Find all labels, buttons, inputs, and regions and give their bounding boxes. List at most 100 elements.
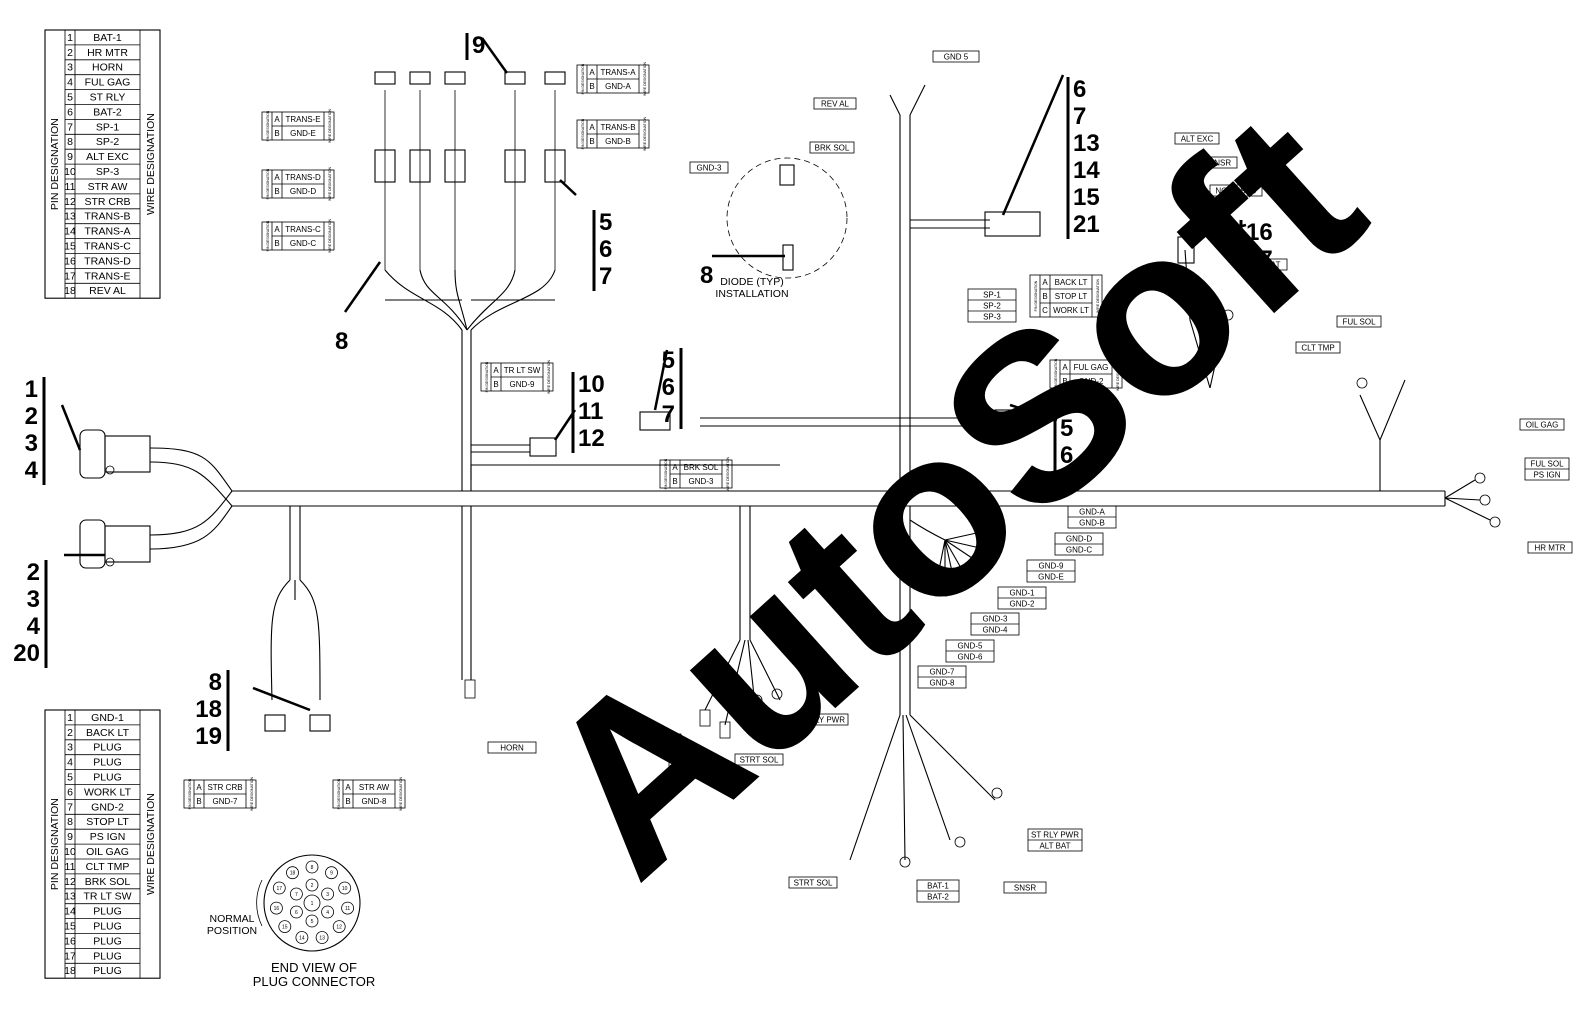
callout-number: 3 — [27, 586, 40, 613]
connector-pin: 13 — [315, 931, 329, 944]
wire-name: TRANS-B — [600, 123, 635, 132]
wire-label: SP-1 — [983, 291, 1001, 300]
callout-number: 7 — [1060, 469, 1073, 496]
pin-number: 16 — [64, 935, 76, 947]
pin-letter: C — [1042, 306, 1048, 315]
connector-pin-number: 4 — [326, 910, 329, 916]
connector-pin-number: 10 — [342, 886, 348, 892]
wire-name: FUL GAG — [1074, 363, 1109, 372]
pin-number: 9 — [67, 151, 73, 163]
wire-designation-header: WIRE DESIGNATION — [145, 113, 157, 215]
wire-label: GND-6 — [958, 653, 983, 662]
wire-label: BAT-2 — [927, 893, 949, 902]
pin-letter: B — [345, 797, 350, 806]
callout-number: 19 — [195, 723, 222, 750]
wire-label: NOT USED — [1215, 187, 1256, 196]
callout-number: 14 — [1073, 157, 1100, 184]
label-box: GND-3 — [689, 161, 729, 174]
wire-label: GND-9 — [1039, 562, 1064, 571]
connector-pin: 12 — [332, 920, 346, 933]
pin-letter: B — [1042, 292, 1047, 301]
wire-designation: STOP LT — [86, 816, 129, 828]
wire-designation: WORK LT — [84, 786, 132, 798]
pin-number: 18 — [64, 285, 76, 297]
pin-number: 8 — [67, 136, 73, 148]
wire-designation: PLUG — [93, 921, 122, 933]
wire-label: ST RLY — [646, 736, 674, 745]
wire-designation: PLUG — [93, 772, 122, 784]
label-box: SNSR — [1003, 881, 1047, 894]
connector-pin: 9 — [325, 866, 338, 880]
connector-pin-number: 17 — [277, 886, 283, 892]
pin-header: PIN DESIGNATION — [337, 778, 341, 809]
callout-number: 15 — [1073, 184, 1100, 211]
normal-position-line2: POSITION — [207, 925, 257, 937]
wire-name: GND-9 — [510, 380, 535, 389]
pin-letter: B — [493, 380, 498, 389]
connector-pin-number: 9 — [330, 871, 333, 877]
label-box: GND-A GND-B — [1067, 505, 1117, 529]
wire-name: TRANS-D — [285, 173, 321, 182]
wire-header: WIRE DESIGNATION — [328, 167, 332, 201]
pin-number: 1 — [67, 32, 73, 44]
harness-wires — [149, 84, 1491, 861]
pin-letter: B — [274, 187, 279, 196]
wire-header: WIRE DESIGNATION — [328, 219, 332, 253]
label-box: GND-6 — [668, 755, 712, 768]
wire-name: GND-C — [290, 239, 316, 248]
pin-designation-header: PIN DESIGNATION — [49, 118, 61, 210]
connector-pin: 17 — [272, 881, 286, 895]
callout-number: 10 — [578, 371, 605, 398]
callout-number: 6 — [662, 374, 675, 401]
label-box: NOT USED — [1209, 184, 1263, 197]
connector-pin-number: 5 — [311, 919, 314, 925]
callout-number: 16 — [1246, 219, 1273, 246]
callout-number: 12 — [578, 425, 605, 452]
callout-number: 8 — [700, 262, 713, 289]
pin-letter: A — [1042, 278, 1048, 287]
pin-number: 3 — [67, 742, 73, 754]
connector-pin: 14 — [295, 931, 309, 944]
pin-number: 8 — [67, 816, 73, 828]
callout-number: 4 — [27, 613, 41, 640]
label-box: OIL GAG — [1519, 418, 1565, 431]
pin-number: 16 — [64, 255, 76, 267]
wire-label: SNSR — [1209, 159, 1231, 168]
label-box: STRT SOL — [734, 753, 784, 766]
wire-label: GND-A — [1079, 508, 1105, 517]
wire-label: HR MTR — [1534, 544, 1565, 553]
pin-letter: A — [589, 123, 595, 132]
connector-pin-number: 15 — [282, 925, 288, 931]
wire-designation: TRANS-C — [84, 241, 131, 253]
wire-label: SNSR — [1014, 884, 1036, 893]
callout-number: 1 — [25, 376, 38, 403]
wire-designation: PLUG — [93, 742, 122, 754]
wire-designation: SP-3 — [96, 166, 120, 178]
wire-header: WIRE DESIGNATION — [250, 777, 254, 811]
connector-pin: 3 — [321, 887, 335, 901]
callout-number: 8 — [335, 328, 348, 355]
wire-designation: SP-1 — [96, 121, 120, 133]
wire-label: HORN — [500, 744, 524, 753]
wire-label: GND-B — [1079, 519, 1105, 528]
pin-letter: A — [274, 115, 280, 124]
callout-number: 6 — [599, 236, 612, 263]
pin-letter: B — [672, 477, 677, 486]
wire-label: FUL SOL — [1530, 460, 1564, 469]
wire-label: GND-6 — [678, 758, 703, 767]
pin-letter: A — [274, 173, 280, 182]
wire-designation: PS IGN — [90, 831, 126, 843]
callout-number: 9 — [472, 32, 485, 59]
pin-number: 17 — [64, 270, 76, 282]
callout-number: 18 — [195, 696, 222, 723]
wire-header: WIRE DESIGNATION — [547, 360, 551, 394]
